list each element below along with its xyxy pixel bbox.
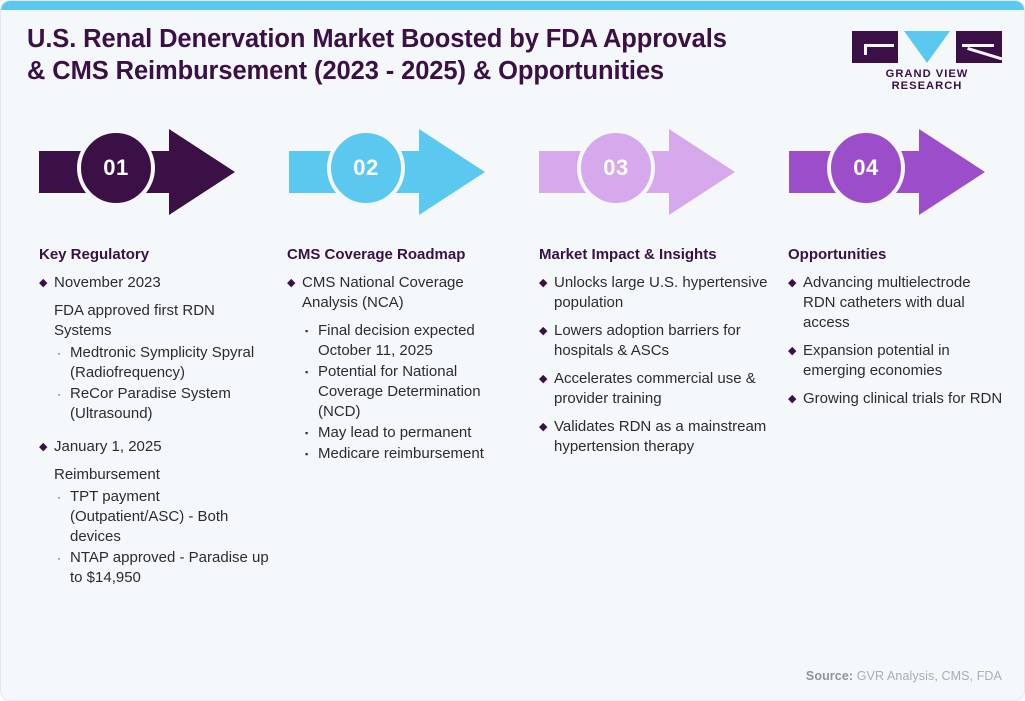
diamond-bullet-icon: ◆ — [788, 345, 797, 357]
bullet-note: FDA approved first RDN Systems — [54, 302, 215, 339]
grand-view-research-logo: GRAND VIEW RESEARCH — [852, 31, 1002, 92]
diamond-bullet-icon: ◆ — [788, 393, 797, 405]
square-bullet-icon: ▪ — [305, 449, 309, 459]
bullet-text: CMS National Coverage Analysis (NCA) — [302, 274, 464, 311]
diamond-bullet-icon: ◆ — [287, 277, 296, 289]
sub-bullet-list: · Medtronic Symplicity Spyral (Radiofrequ… — [39, 343, 271, 424]
column-heading: Market Impact & Insights — [539, 246, 717, 263]
sub-bullet-text: NTAP approved - Paradise up to $14,950 — [70, 549, 269, 586]
step-number-badge: 04 — [827, 129, 905, 207]
step-number-label: 03 — [603, 155, 629, 180]
sub-bullet-text: Medicare reimbursement — [318, 445, 484, 462]
bullet-item: ◆ CMS National Coverage Analysis (NCA) — [287, 273, 517, 313]
logo-v-triangle-icon — [904, 31, 950, 63]
bullet-item: ◆ Lowers adoption barriers for hospitals … — [539, 321, 769, 361]
bullet-text: Lowers adoption barriers for hospitals &… — [554, 322, 741, 359]
page-title-line-1: U.S. Renal Denervation Market Boosted by… — [27, 25, 727, 53]
bullet-item: ◆ Validates RDN as a mainstream hypertens… — [539, 417, 769, 457]
square-bullet-icon: ▪ — [305, 428, 309, 438]
bullet-item: ◆ Expansion potential in emerging economi… — [788, 341, 1003, 381]
diamond-bullet-icon: ◆ — [539, 373, 548, 385]
bullet-text: January 1, 2025 — [54, 438, 162, 455]
sub-bullet-item: · ReCor Paradise System (Ultrasound) — [39, 384, 271, 424]
sub-bullet-list: · TPT payment (Outpatient/ASC) - Both dev… — [39, 487, 271, 588]
content-column-2: CMS Coverage Roadmap ◆ CMS National Covera… — [287, 245, 517, 465]
bullet-item: ◆ Advancing multielectrode RDN catheters … — [788, 273, 1003, 333]
sub-bullet-list: ▪ Final decision expected October 11, 202… — [287, 321, 517, 464]
sub-bullet-item: ▪ Final decision expected October 11, 202… — [287, 321, 517, 361]
content-column-4: Opportunities ◆ Advancing multielectrode R… — [788, 245, 1003, 417]
sub-bullet-text: May lead to permanent — [318, 424, 472, 441]
square-bullet-icon: ▪ — [305, 326, 309, 336]
sub-bullet-text: Final decision expected October 11, 2025 — [318, 322, 475, 359]
sub-bullet-item: · NTAP approved - Paradise up to $14,950 — [39, 548, 271, 588]
dot-bullet-icon: · — [57, 346, 61, 360]
dot-bullet-icon: · — [57, 387, 61, 401]
bullet-text: Validates RDN as a mainstream hypertensi… — [554, 418, 767, 455]
dot-bullet-icon: · — [57, 551, 61, 565]
step-arrow-04: 04 — [789, 129, 989, 215]
sub-bullet-text: Medtronic Symplicity Spyral (Radiofreque… — [70, 344, 255, 381]
source-value: GVR Analysis, CMS, FDA — [853, 669, 1002, 683]
source-note: Source: GVR Analysis, CMS, FDA — [806, 669, 1002, 683]
bullet-text: Accelerates commercial use & provider tr… — [554, 370, 756, 407]
bullet-text: Advancing multielectrode RDN catheters w… — [803, 274, 971, 331]
sub-bullet-text: Potential for National Coverage Determin… — [318, 363, 481, 420]
page-title-line-2: & CMS Reimbursement (2023 - 2025) & Oppo… — [27, 57, 664, 85]
step-arrow-02: 02 — [289, 129, 489, 215]
bullet-text: November 2023 — [54, 274, 161, 291]
step-arrow-01: 01 — [39, 129, 239, 215]
sub-bullet-item: ▪ Medicare reimbursement — [287, 444, 517, 464]
logo-r-icon — [956, 31, 1002, 63]
content-column-3: Market Impact & Insights ◆ Unlocks large U… — [539, 245, 769, 465]
bullet-note: Reimbursement — [54, 466, 160, 483]
bullet-item: ◆ January 1, 2025 — [39, 437, 271, 457]
bullet-text: Expansion potential in emerging economie… — [803, 342, 950, 379]
step-arrow-03: 03 — [539, 129, 739, 215]
accent-top-bar — [1, 1, 1024, 10]
header: U.S. Renal Denervation Market Boosted by… — [27, 23, 827, 87]
logo-wordmark: GRAND VIEW RESEARCH — [885, 68, 969, 92]
diamond-bullet-icon: ◆ — [539, 325, 548, 337]
square-bullet-icon: ▪ — [305, 367, 309, 377]
step-number-label: 01 — [103, 155, 129, 180]
diamond-bullet-icon: ◆ — [39, 277, 48, 289]
bullet-item: ◆ Growing clinical trials for RDN — [788, 389, 1003, 409]
sub-bullet-item: · Medtronic Symplicity Spyral (Radiofrequ… — [39, 343, 271, 383]
logo-g-icon — [852, 31, 898, 63]
step-number-label: 04 — [853, 155, 879, 180]
step-number-badge: 01 — [77, 129, 155, 207]
diamond-bullet-icon: ◆ — [539, 421, 548, 433]
diamond-bullet-icon: ◆ — [539, 277, 548, 289]
diamond-bullet-icon: ◆ — [788, 277, 797, 289]
column-heading: Key Regulatory — [39, 246, 150, 263]
source-label: Source: — [805, 669, 854, 683]
dot-bullet-icon: · — [57, 490, 61, 504]
step-number-badge: 02 — [327, 129, 405, 207]
step-number-badge: 03 — [577, 129, 655, 207]
step-arrows: 01 02 03 04 — [1, 129, 1024, 215]
step-number-label: 02 — [353, 155, 379, 180]
page-title: U.S. Renal Denervation Market Boosted by… — [27, 23, 827, 87]
bullet-item: ◆ Unlocks large U.S. hypertensive populat… — [539, 273, 769, 313]
sub-bullet-item: ▪ Potential for National Coverage Determi… — [287, 362, 517, 422]
bullet-text: Growing clinical trials for RDN — [803, 390, 1003, 407]
logo-marks — [852, 31, 1002, 63]
sub-bullet-item: ▪ May lead to permanent — [287, 423, 517, 443]
column-heading: CMS Coverage Roadmap — [287, 246, 466, 263]
sub-bullet-text: TPT payment (Outpatient/ASC) - Both devi… — [70, 488, 229, 545]
sub-bullet-text: ReCor Paradise System (Ultrasound) — [70, 385, 231, 422]
block-spacer — [39, 425, 271, 437]
bullet-item: ◆ November 2023 — [39, 273, 271, 293]
bullet-text: Unlocks large U.S. hypertensive populati… — [554, 274, 768, 311]
bullet-item: ◆ Accelerates commercial use & provider t… — [539, 369, 769, 409]
diamond-bullet-icon: ◆ — [39, 441, 48, 453]
column-heading: Opportunities — [788, 246, 887, 263]
sub-bullet-item: · TPT payment (Outpatient/ASC) - Both dev… — [39, 487, 271, 547]
